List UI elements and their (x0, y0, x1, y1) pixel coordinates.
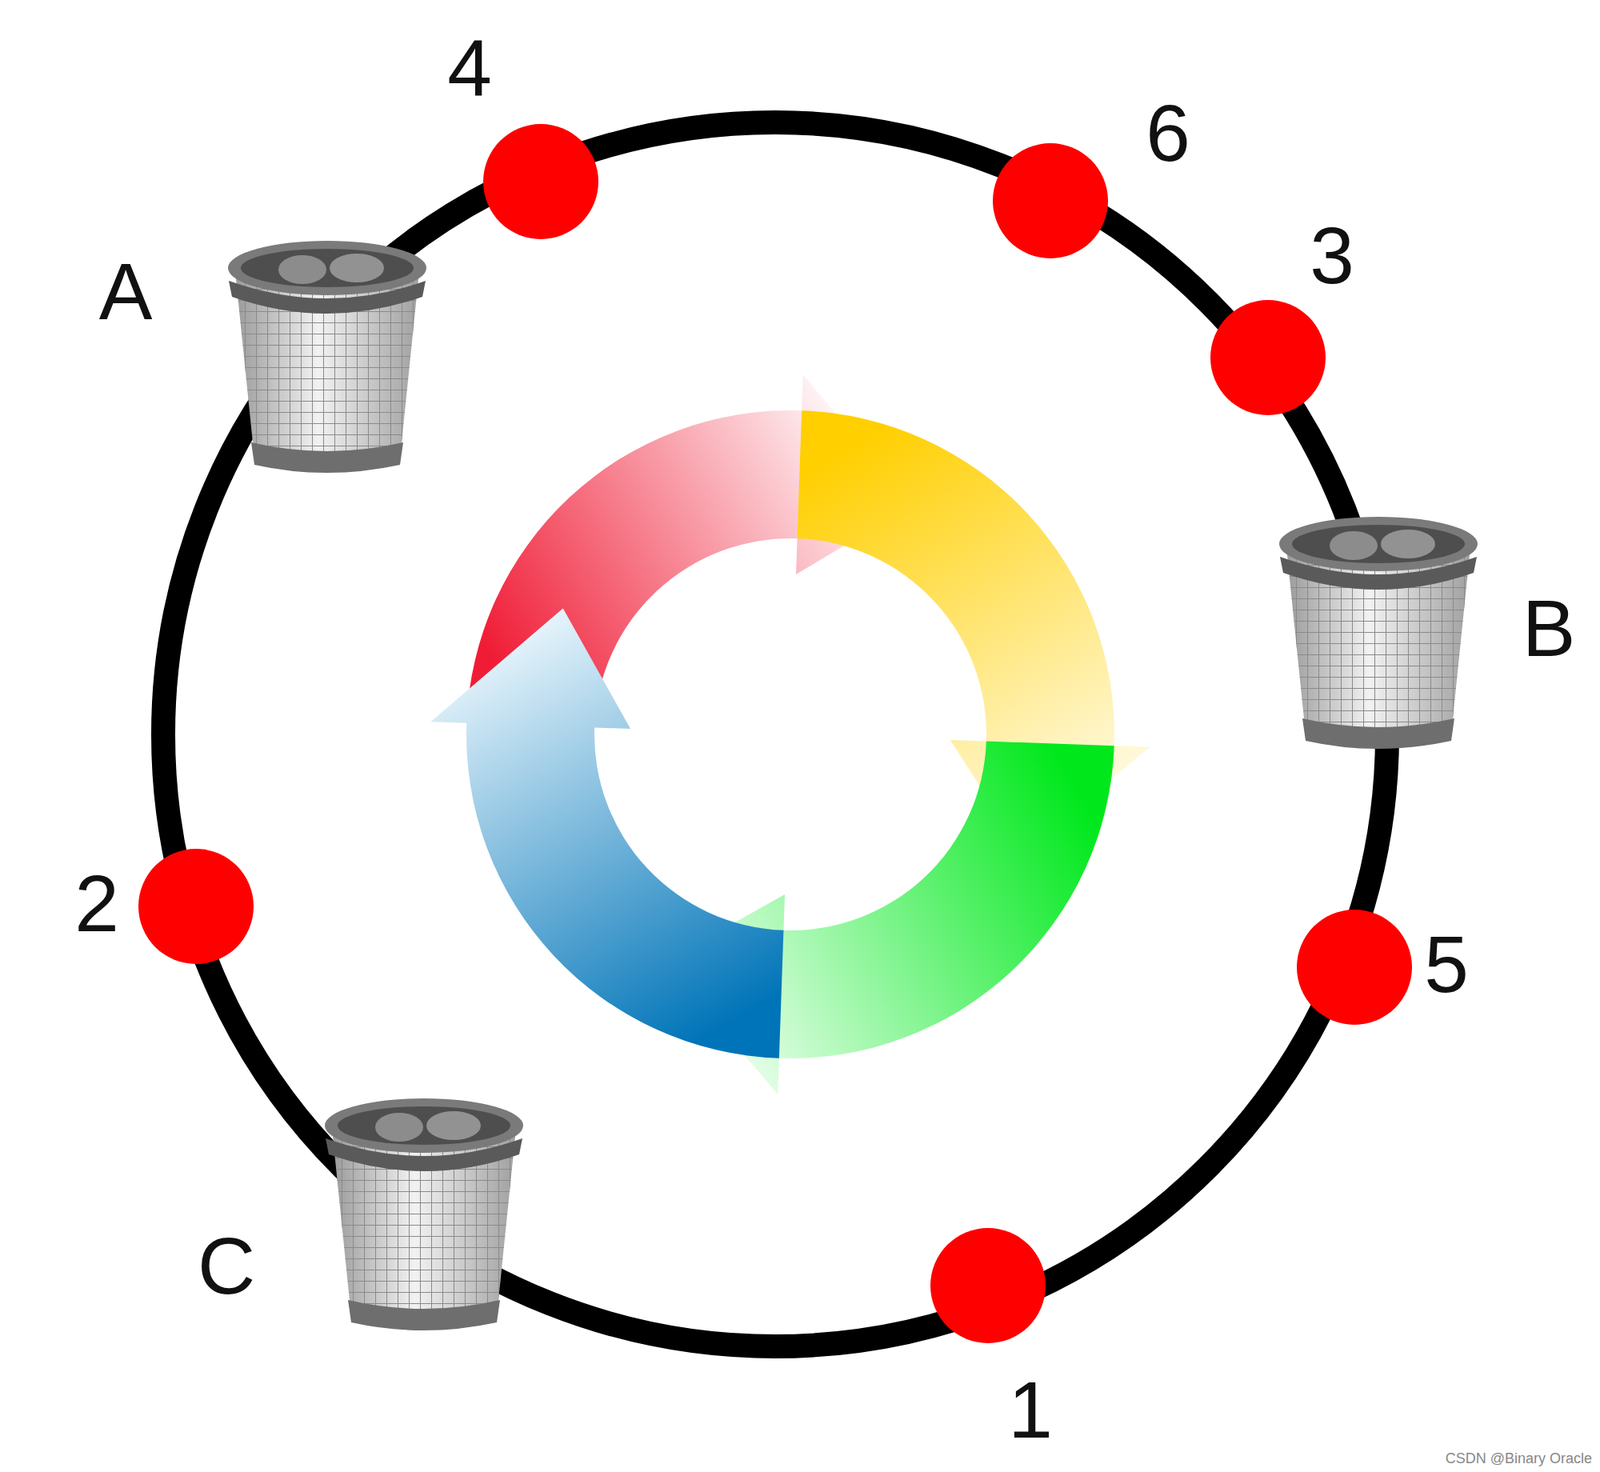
server-bin: B (1273, 508, 1482, 757)
red-dot (1209, 299, 1327, 416)
server-letter: B (1522, 588, 1576, 668)
point-number: 1 (1008, 1369, 1053, 1450)
cycle-arrow (430, 608, 784, 1058)
hash-point: 1 (929, 1227, 1047, 1344)
red-dot (929, 1227, 1047, 1344)
point-number: 4 (447, 28, 492, 108)
hash-point: 5 (1296, 908, 1413, 1026)
red-dot (137, 848, 255, 965)
point-number: 6 (1145, 92, 1191, 173)
ring-line (163, 122, 1388, 1347)
red-dot (1296, 908, 1413, 1026)
point-number: 5 (1424, 924, 1469, 1004)
point-number: 2 (74, 863, 120, 944)
bin-icon (1273, 508, 1482, 757)
hash-point: 3 (1209, 299, 1327, 416)
hash-point: 4 (482, 123, 600, 240)
server-letter: C (197, 1225, 256, 1306)
server-bin: A (222, 232, 431, 481)
bin-icon (222, 232, 431, 481)
hash-point: 2 (137, 848, 255, 965)
bin-icon (319, 1090, 528, 1339)
watermark: CSDN @Binary Oracle (1445, 1450, 1592, 1468)
point-number: 3 (1309, 215, 1355, 296)
red-dot (992, 142, 1109, 260)
hash-point: 6 (992, 142, 1109, 260)
server-letter: A (99, 251, 153, 332)
red-dot (482, 123, 600, 240)
server-bin: C (319, 1090, 528, 1339)
